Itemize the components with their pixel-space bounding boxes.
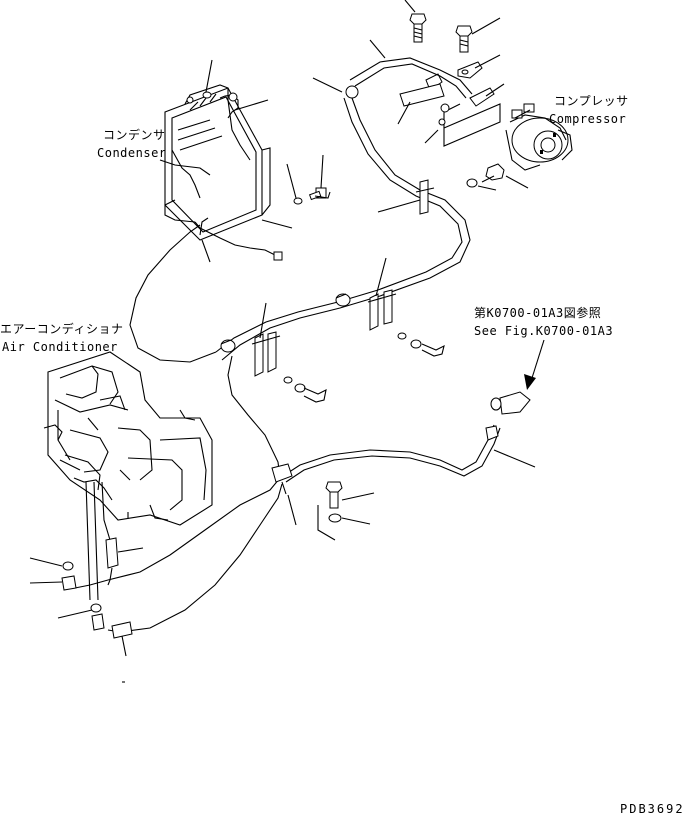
condenser-label-en: Condenser bbox=[97, 146, 167, 160]
hose-clamp-icon bbox=[271, 463, 293, 495]
washer-icon bbox=[410, 339, 422, 349]
condenser-label-jp: コンデンサ bbox=[103, 128, 166, 142]
condenser-unit bbox=[159, 84, 283, 261]
compressor-unit bbox=[505, 103, 573, 171]
hose-clamp-icon bbox=[415, 179, 435, 215]
see-figure-label-en: See Fig.K0700-01A3 bbox=[474, 324, 614, 338]
arrow-icon bbox=[524, 374, 536, 390]
bolt-icon bbox=[303, 387, 327, 403]
hose-clamp-icon bbox=[251, 331, 281, 377]
washer-icon bbox=[294, 383, 306, 393]
o-ring-icon bbox=[202, 91, 212, 99]
air-conditioner-label-en: Air Conditioner bbox=[2, 340, 118, 354]
bolt-icon bbox=[409, 13, 427, 43]
bolt-icon bbox=[421, 343, 445, 357]
compressor-label-en: Compressor bbox=[549, 112, 627, 126]
air-conditioner-label-jp: エアーコンディショナ bbox=[0, 322, 124, 336]
drawing-number: PDB3692 bbox=[620, 802, 685, 816]
hose-fitting-icon bbox=[485, 391, 531, 441]
hose-clamp-icon bbox=[367, 289, 397, 331]
grommet-icon bbox=[220, 339, 236, 353]
compressor-label-jp: コンプレッサ bbox=[554, 94, 629, 108]
bolt-icon bbox=[308, 187, 331, 201]
bolt-icon bbox=[481, 163, 505, 183]
bolt-icon bbox=[325, 481, 343, 509]
washer-icon bbox=[466, 178, 478, 188]
grommet-icon bbox=[335, 293, 351, 307]
washer-icon bbox=[293, 197, 303, 205]
bracket-icon bbox=[457, 61, 483, 79]
see-figure-label-jp: 第K0700-01A3図参照 bbox=[474, 306, 602, 320]
bolt-icon bbox=[455, 25, 473, 53]
washer-icon bbox=[328, 513, 342, 523]
air-conditioner-unit bbox=[43, 351, 213, 526]
leader-lines bbox=[29, 0, 536, 683]
